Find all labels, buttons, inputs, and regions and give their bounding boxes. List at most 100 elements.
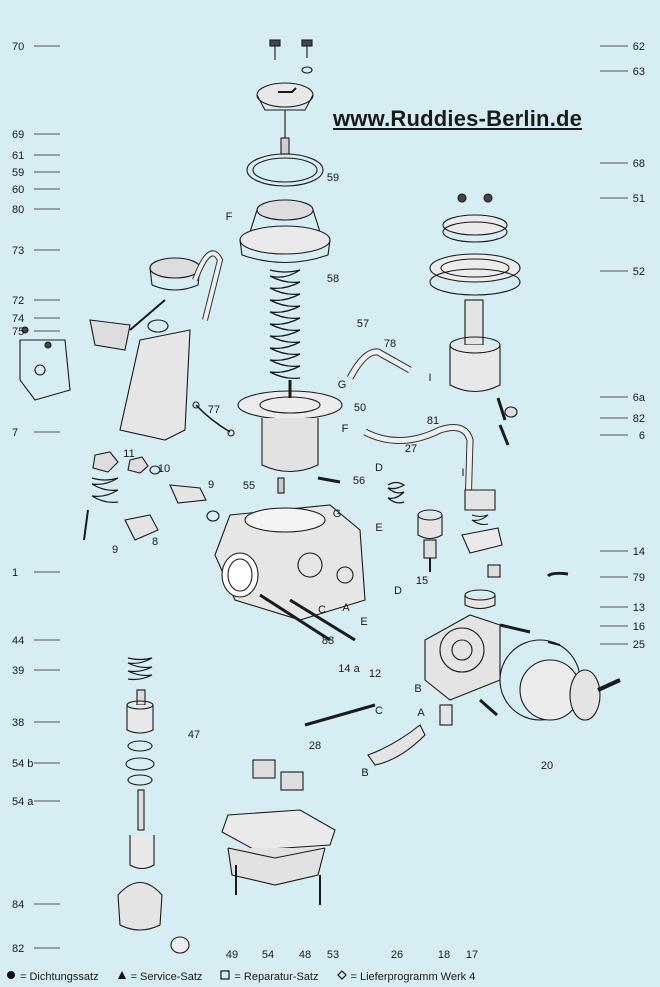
connection-letter-F: F (226, 211, 233, 223)
connection-letter-D: D (394, 585, 402, 597)
legend-text: = Lieferprogramm Werk 4 (350, 970, 476, 983)
callout-left-1: 1 (12, 567, 18, 579)
callout-right-13: 13 (633, 602, 645, 614)
legend-item-triangle: = Service-Satz (117, 970, 202, 983)
callout-right-14: 14 (633, 546, 645, 558)
callout-right-6: 6 (639, 430, 645, 442)
gasket-68 (246, 153, 324, 187)
connection-letter-E: E (375, 522, 382, 534)
connection-letter-A: A (342, 602, 350, 614)
callout-left-75: 75 (12, 326, 24, 338)
connection-letter-F: F (342, 423, 349, 435)
connection-letter-A: A (417, 707, 425, 719)
callout-left-60: 60 (12, 184, 24, 196)
callout-left-7: 7 (12, 427, 18, 439)
rod-28 (304, 703, 376, 727)
callout-50: 50 (354, 402, 366, 414)
callout-18: 18 (438, 949, 450, 961)
connection-letter-B: B (414, 683, 421, 695)
needle-valve-15 (417, 509, 443, 572)
callout-15: 15 (416, 575, 428, 587)
callout-left-38: 38 (12, 717, 24, 729)
top-cover (256, 82, 314, 155)
callout-left-80: 80 (12, 204, 24, 216)
callout-9: 9 (112, 544, 118, 556)
callout-left-82: 82 (12, 943, 24, 955)
triangle-icon (117, 970, 127, 983)
carburetor-body (214, 504, 366, 642)
callout-78: 78 (384, 338, 396, 350)
callout-right-62: 62 (633, 41, 645, 53)
callout-55: 55 (243, 480, 255, 492)
callout-right-16: 16 (633, 621, 645, 633)
callout-53: 53 (327, 949, 339, 961)
part-14-group (461, 489, 503, 610)
diaphragm-piston (237, 380, 343, 473)
lever-26 (367, 724, 426, 766)
linkage-parts (124, 456, 220, 541)
connection-letter-E: E (360, 616, 367, 628)
connection-letter-B: B (361, 767, 368, 779)
callout-81: 81 (427, 415, 439, 427)
callout-right-79: 79 (633, 572, 645, 584)
callout-11: 11 (123, 448, 134, 460)
callout-17: 17 (466, 949, 478, 961)
legend-text: = Dichtungssatz (20, 970, 99, 983)
callout-47: 47 (188, 729, 200, 741)
connection-letter-G: G (333, 508, 342, 520)
callout-48: 48 (299, 949, 311, 961)
legend-item-diamond: = Lieferprogramm Werk 4 (336, 970, 476, 983)
legend-item-square: = Reparatur-Satz (220, 970, 319, 983)
legend: = Dichtungssatz = Service-Satz = Reparatur… (6, 970, 475, 983)
callout-right-6a: 6a (633, 392, 646, 404)
legend-item-dot: = Dichtungssatz (6, 970, 99, 983)
choke-assembly (19, 250, 224, 441)
callout-26: 26 (391, 949, 403, 961)
air-cover-parts (429, 193, 521, 393)
website-url[interactable]: www.Ruddies-Berlin.de (333, 106, 583, 131)
callout-left-73: 73 (12, 245, 24, 257)
callout-12: 12 (369, 668, 381, 680)
hose-78-inner (347, 349, 412, 380)
callout-83: 83 (322, 635, 334, 647)
connection-letter-I: I (461, 467, 464, 479)
callout-56: 56 (353, 475, 365, 487)
connection-letter-C: C (318, 604, 326, 616)
callout-left-74: 74 (12, 313, 24, 325)
spring-27 (387, 481, 406, 504)
diamond-icon (336, 970, 347, 983)
screws-top (269, 39, 313, 74)
legend-text: = Reparatur-Satz (234, 970, 319, 983)
callout-54: 54 (262, 949, 274, 961)
callout-left-70: 70 (12, 41, 24, 53)
callout-9: 9 (208, 479, 214, 491)
connection-letter-C: C (375, 705, 383, 717)
callout-8: 8 (152, 536, 158, 548)
callout-59: 59 (327, 172, 339, 184)
vacuum-chamber-top (239, 199, 331, 264)
dot-icon (6, 970, 16, 983)
spring-57 (269, 269, 301, 380)
enrichment-device (424, 614, 621, 721)
callout-58: 58 (327, 273, 339, 285)
callout-20: 20 (541, 760, 553, 772)
callout-left-54a: 54 a (12, 796, 34, 808)
connection-letter-I: I (428, 372, 431, 384)
float-bowl (221, 759, 336, 905)
callout-right-52: 52 (633, 266, 645, 278)
callout-left-44: 44 (12, 635, 24, 647)
callout-left-69: 69 (12, 129, 24, 141)
callout-27: 27 (405, 443, 417, 455)
callout-14a: 14 a (338, 663, 360, 675)
callout-57: 57 (357, 318, 369, 330)
callout-49: 49 (226, 949, 238, 961)
callout-right-68: 68 (633, 158, 645, 170)
callout-77: 77 (208, 404, 220, 416)
callout-right-25: 25 (633, 639, 645, 651)
callout-28: 28 (309, 740, 321, 752)
callout-left-84: 84 (12, 899, 24, 911)
connection-letter-G: G (338, 379, 347, 391)
connection-letter-D: D (375, 462, 383, 474)
spring-stack-7 (83, 451, 119, 541)
